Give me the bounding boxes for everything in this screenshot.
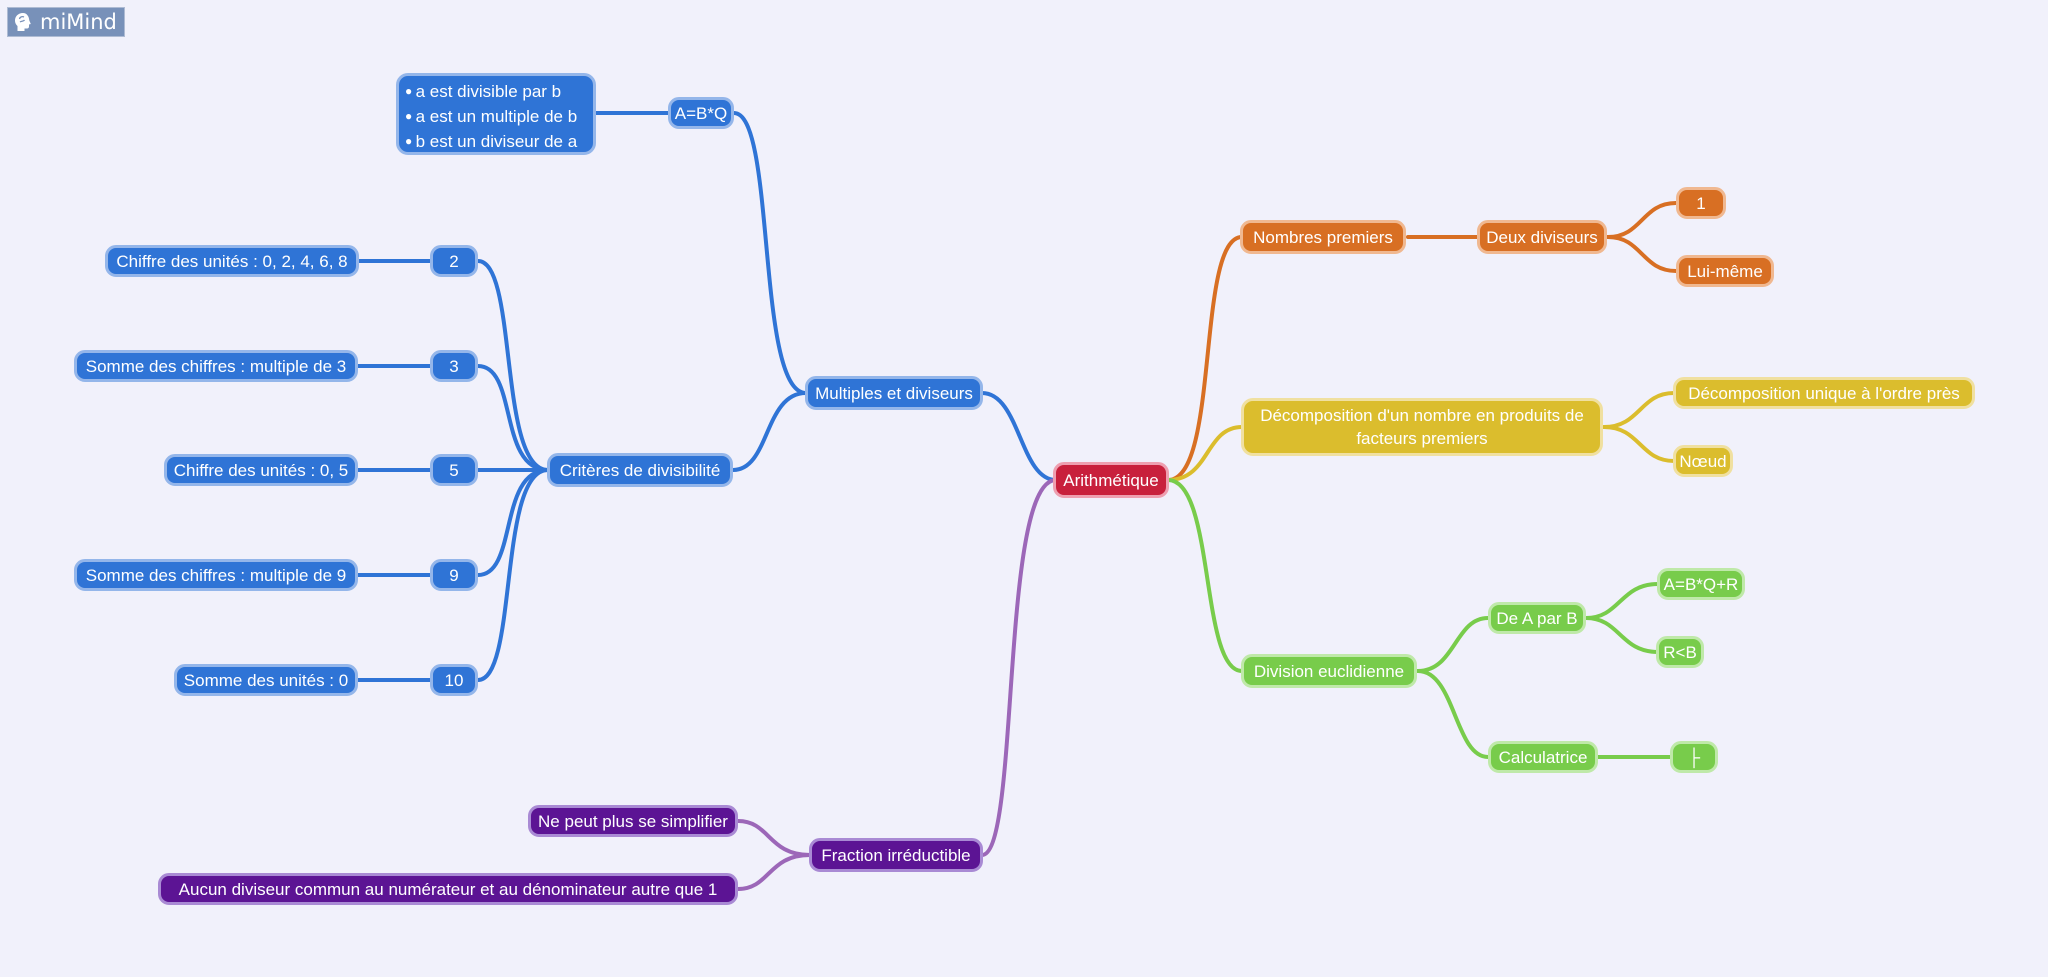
node-decomposition-unique[interactable]: Décomposition unique à l'ordre près <box>1673 377 1975 409</box>
node-label: Division euclidienne <box>1253 661 1405 681</box>
definition-item: b est un diviseur de a <box>405 130 587 155</box>
root-label: Arithmétique <box>1063 470 1159 490</box>
node-definitions[interactable]: a est divisible par b a est un multiple … <box>396 73 596 155</box>
node-criterion-10[interactable]: 10 <box>430 664 478 696</box>
link-decomposition-unique <box>1602 391 1676 429</box>
link-division-ab <box>1416 616 1490 673</box>
node-de-a-par-b[interactable]: De A par B <box>1488 602 1586 634</box>
node-label: Critères de divisibilité <box>559 460 721 480</box>
link-criteria-2 <box>476 259 550 472</box>
node-rule-3[interactable]: Somme des chiffres : multiple de 3 <box>74 350 358 382</box>
node-fraction-irreductible[interactable]: Fraction irréductible <box>809 838 983 872</box>
root-node[interactable]: Arithmétique <box>1053 462 1169 498</box>
node-decomposition[interactable]: Décomposition d'un nombre en produits de… <box>1241 398 1603 456</box>
node-rule-5[interactable]: Chiffre des unités : 0, 5 <box>164 454 358 486</box>
node-label: 5 <box>449 460 459 480</box>
app-logo: miMind <box>7 7 125 37</box>
node-label: R<B <box>1663 642 1697 662</box>
node-label: De A par B <box>1496 608 1578 628</box>
node-label: 3 <box>449 356 459 376</box>
link-divisors-luimeme <box>1606 235 1678 273</box>
node-label: Multiples et diviseurs <box>815 383 973 403</box>
node-label: Décomposition d'un nombre en produits de… <box>1260 406 1584 448</box>
node-abqr[interactable]: A=B*Q+R <box>1657 568 1745 600</box>
link-fraction-aucun <box>736 853 812 891</box>
node-label: Décomposition unique à l'ordre près <box>1688 383 1960 403</box>
node-deux-diviseurs[interactable]: Deux diviseurs <box>1477 220 1607 254</box>
node-noeud[interactable]: Nœud <box>1673 445 1733 477</box>
node-fraction-simplifier[interactable]: Ne peut plus se simplifier <box>528 805 738 837</box>
node-label: Chiffre des unités : 0, 2, 4, 6, 8 <box>116 251 348 271</box>
node-rule-2[interactable]: Chiffre des unités : 0, 2, 4, 6, 8 <box>105 245 359 277</box>
node-label: 1 <box>1696 193 1706 213</box>
node-rule-9[interactable]: Somme des chiffres : multiple de 9 <box>74 559 358 591</box>
node-label: Lui-même <box>1687 261 1763 281</box>
node-calculatrice[interactable]: Calculatrice <box>1488 741 1598 773</box>
link-multiples-abq <box>732 111 808 395</box>
node-calculatrice-key[interactable]: ├ <box>1670 741 1718 773</box>
node-criterion-2[interactable]: 2 <box>430 245 478 277</box>
link-root-multiples <box>980 391 1058 482</box>
link-criteria-9 <box>476 468 550 577</box>
node-divisor-lui-meme[interactable]: Lui-même <box>1676 255 1774 287</box>
node-label: Aucun diviseur commun au numérateur et a… <box>178 879 718 899</box>
definition-item: a est un multiple de b <box>405 105 587 130</box>
link-criteria-3 <box>476 364 550 472</box>
link-root-decomposition <box>1166 425 1244 482</box>
node-label: Ne peut plus se simplifier <box>538 811 728 831</box>
brain-head-icon <box>15 13 31 31</box>
node-label: 10 <box>444 670 464 690</box>
node-label: Calculatrice <box>1498 747 1588 767</box>
node-label: 2 <box>449 251 459 271</box>
node-label: Nœud <box>1679 451 1727 471</box>
node-label: Chiffre des unités : 0, 5 <box>173 460 349 480</box>
link-decomposition-noeud <box>1602 425 1676 463</box>
link-fraction-simplifier <box>736 819 812 857</box>
definition-item: a est divisible par b <box>405 80 587 105</box>
node-label: A=B*Q <box>674 103 728 123</box>
link-root-fraction <box>980 478 1058 857</box>
link-criteria-10 <box>476 468 550 682</box>
node-label: Somme des unités : 0 <box>183 670 349 690</box>
node-criterion-9[interactable]: 9 <box>430 559 478 591</box>
node-fraction-aucun-diviseur[interactable]: Aucun diviseur commun au numérateur et a… <box>158 873 738 905</box>
link-division-calc <box>1416 669 1490 759</box>
node-division-euclidienne[interactable]: Division euclidienne <box>1241 654 1417 688</box>
node-divisor-1[interactable]: 1 <box>1676 187 1726 219</box>
link-divisors-1 <box>1606 201 1678 239</box>
node-nombres-premiers[interactable]: Nombres premiers <box>1240 220 1406 254</box>
link-multiples-criteria <box>731 391 808 472</box>
link-root-primes <box>1166 235 1244 482</box>
node-label: ├ <box>1687 747 1701 767</box>
node-r-inf-b[interactable]: R<B <box>1656 636 1704 668</box>
node-abq[interactable]: A=B*Q <box>668 97 734 129</box>
link-root-division <box>1166 478 1244 673</box>
node-label: Deux diviseurs <box>1486 227 1598 247</box>
node-label: Somme des chiffres : multiple de 9 <box>85 565 347 585</box>
node-criterion-5[interactable]: 5 <box>430 454 478 486</box>
node-label: A=B*Q+R <box>1663 574 1739 594</box>
node-rule-10[interactable]: Somme des unités : 0 <box>174 664 358 696</box>
node-criterion-3[interactable]: 3 <box>430 350 478 382</box>
node-label: Somme des chiffres : multiple de 3 <box>85 356 347 376</box>
link-ab-rb <box>1584 616 1660 654</box>
link-ab-abqr <box>1584 582 1660 620</box>
app-name: miMind <box>40 10 117 34</box>
node-label: Fraction irréductible <box>821 845 971 865</box>
node-criteres-divisibilite[interactable]: Critères de divisibilité <box>547 453 733 487</box>
node-multiples-diviseurs[interactable]: Multiples et diviseurs <box>805 376 983 410</box>
node-label: Nombres premiers <box>1253 227 1393 247</box>
node-label: 9 <box>449 565 459 585</box>
